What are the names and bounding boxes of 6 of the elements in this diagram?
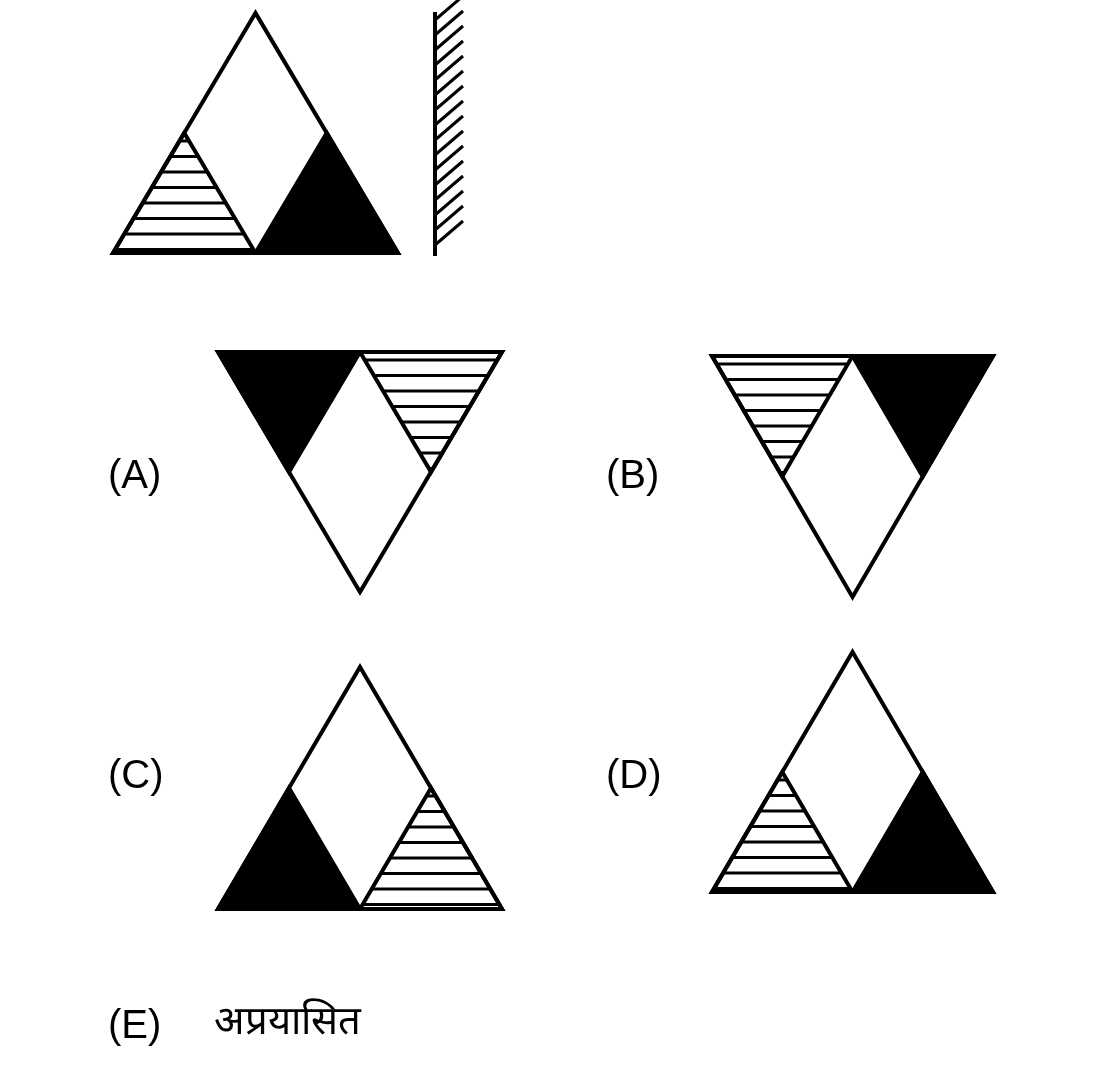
option-label: (C) <box>108 751 164 798</box>
option-label: (E) <box>108 1001 162 1048</box>
option-label: (D) <box>606 751 662 798</box>
option-label: (B) <box>606 451 660 498</box>
option-label: (A) <box>108 451 162 498</box>
answer-text: अप्रयासित <box>214 997 361 1044</box>
